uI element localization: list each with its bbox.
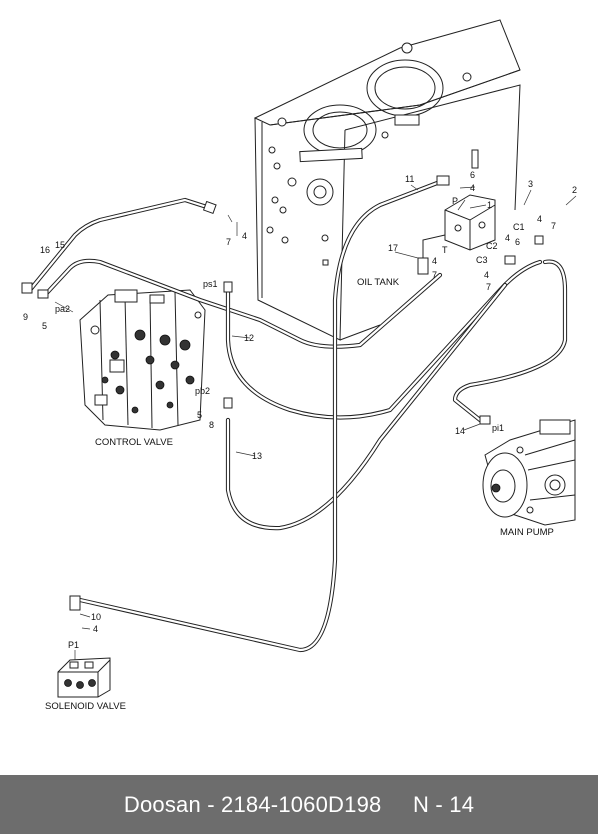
port-label-t: T	[442, 245, 448, 255]
callout-7: 7	[551, 221, 556, 231]
callout-11: 11	[405, 174, 414, 184]
callout-4: 4	[93, 624, 98, 634]
solenoid-valve-drawing	[57, 657, 111, 698]
oil-tank-drawing	[253, 19, 521, 341]
port-label-c3: C3	[476, 255, 488, 265]
hose-lines	[21, 175, 568, 653]
callout-12: 12	[244, 333, 254, 343]
port-label-p1: P1	[68, 640, 79, 650]
callout-15: 15	[55, 240, 65, 250]
port-label-ps1: ps1	[203, 279, 218, 289]
callout-9: 9	[23, 312, 28, 322]
footer-caption: Doosan - 2184-1060D198 N - 14	[124, 792, 474, 818]
callout-14: 14	[455, 426, 465, 436]
port-label-c2: C2	[486, 241, 498, 251]
callout-10: 10	[91, 612, 101, 622]
callout-1: 1	[487, 200, 492, 210]
callout-leaders	[54, 184, 577, 660]
callout-4: 4	[242, 231, 247, 241]
callout-4: 4	[470, 183, 475, 193]
port-label-c1: C1	[513, 222, 525, 232]
solenoid-valve-label: SOLENOID VALVE	[45, 701, 126, 712]
callout-4: 4	[537, 214, 542, 224]
port-label-pb2: pb2	[195, 386, 210, 396]
footer-separator: -	[200, 791, 222, 817]
footer-brand: Doosan	[123, 791, 201, 817]
port-label-p: P	[452, 196, 458, 206]
hydraulic-piping-diagram: OIL TANK CONTROL VALVE MAIN PUMP SOLENOI…	[21, 19, 577, 712]
main-pump-label: MAIN PUMP	[500, 527, 554, 538]
callout-2: 2	[572, 185, 577, 195]
callout-3: 3	[528, 179, 533, 189]
callout-16: 16	[40, 245, 50, 255]
footer-page-ref: N - 14	[413, 791, 475, 817]
port-label-pa2: pa2	[55, 304, 70, 314]
callout-6: 6	[515, 237, 520, 247]
callout-5: 5	[42, 321, 47, 331]
callout-7: 7	[432, 270, 437, 280]
callout-5: 5	[197, 410, 202, 420]
footer-bar: Doosan - 2184-1060D198 N - 14	[0, 775, 598, 834]
callout-6: 6	[470, 170, 475, 180]
port-label-pi1: pi1	[492, 423, 504, 433]
callout-7: 7	[486, 282, 491, 292]
callout-4: 4	[505, 233, 510, 243]
footer-part-number: 2184-1060D198	[221, 791, 382, 817]
callout-4: 4	[484, 270, 489, 280]
oil-tank-label: OIL TANK	[357, 277, 400, 288]
callout-13: 13	[252, 451, 262, 461]
callout-4: 4	[432, 256, 437, 266]
control-valve-drawing	[79, 289, 206, 431]
callout-7: 7	[226, 237, 231, 247]
callout-17: 17	[388, 243, 398, 253]
control-valve-label: CONTROL VALVE	[95, 437, 173, 448]
manifold-block-drawing	[417, 194, 496, 275]
main-pump-drawing	[482, 419, 576, 526]
callout-8: 8	[209, 420, 214, 430]
